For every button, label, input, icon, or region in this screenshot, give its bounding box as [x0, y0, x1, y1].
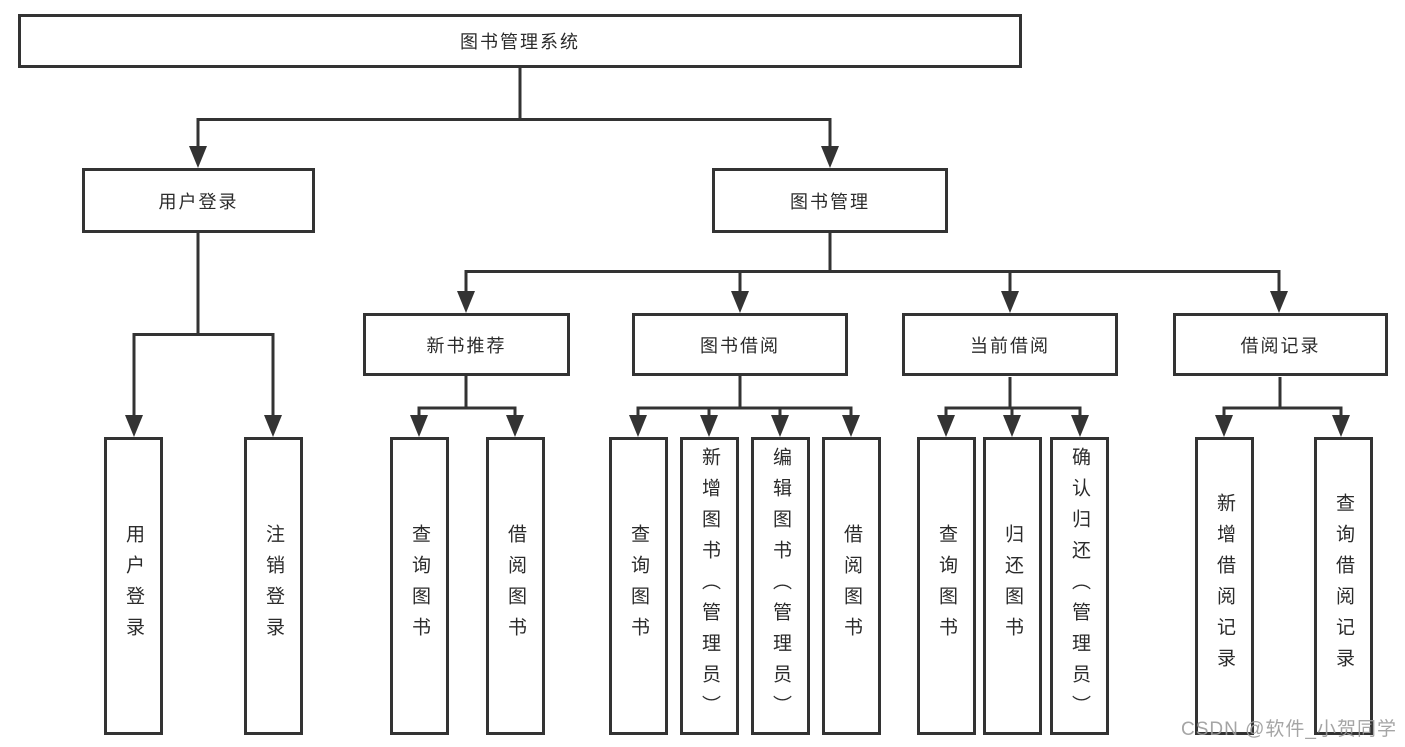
connector-book-management — [457, 233, 1288, 313]
arrow-down — [1003, 415, 1021, 437]
connector-new-book-recommend — [410, 375, 524, 437]
arrow-down — [842, 415, 860, 437]
leaf-borrow-books-borrow: 借阅图书 — [822, 437, 881, 735]
arrow-down — [410, 415, 428, 437]
connector-book-borrow — [629, 375, 860, 437]
arrow-down — [1215, 415, 1233, 437]
arrow-down — [457, 291, 475, 313]
arrow-down — [731, 291, 749, 313]
leaf-add-book-admin: 新增图书（管理员） — [680, 437, 739, 735]
node-library-management-system: 图书管理系统 — [18, 14, 1022, 68]
leaf-user-login: 用户登录 — [104, 437, 163, 735]
node-book-borrow: 图书借阅 — [632, 313, 848, 376]
node-new-book-recommend: 新书推荐 — [363, 313, 570, 376]
node-book-management: 图书管理 — [712, 168, 948, 233]
connector-line — [196, 68, 832, 148]
arrow-down — [1071, 415, 1089, 437]
node-borrow-records: 借阅记录 — [1173, 313, 1388, 376]
arrow-down — [125, 415, 143, 437]
arrow-down — [189, 146, 207, 168]
node-user-login: 用户登录 — [82, 168, 315, 233]
connector-borrow-records — [1215, 377, 1350, 437]
arrow-down — [629, 415, 647, 437]
arrow-down — [700, 415, 718, 437]
leaf-borrow-books-recommend: 借阅图书 — [486, 437, 545, 735]
leaf-logout: 注销登录 — [244, 437, 303, 735]
connector-root — [189, 68, 839, 168]
leaf-query-books-current: 查询图书 — [917, 437, 976, 735]
connector-user-login — [125, 233, 282, 437]
arrow-down — [506, 415, 524, 437]
leaf-edit-book-admin: 编辑图书（管理员） — [751, 437, 810, 735]
connector-line — [464, 233, 1281, 293]
arrow-down — [937, 415, 955, 437]
arrow-down — [1332, 415, 1350, 437]
connector-line — [636, 375, 853, 417]
leaf-add-borrow-record: 新增借阅记录 — [1195, 437, 1254, 735]
leaf-confirm-return-admin: 确认归还（管理员） — [1050, 437, 1109, 735]
arrow-down — [264, 415, 282, 437]
leaf-query-books-borrow: 查询图书 — [609, 437, 668, 735]
leaf-return-books: 归还图书 — [983, 437, 1042, 735]
connector-line — [944, 377, 1082, 417]
csdn-watermark: CSDN @软件_小贺同学 — [1181, 719, 1397, 740]
arrow-down — [1001, 291, 1019, 313]
node-current-borrow: 当前借阅 — [902, 313, 1118, 376]
connector-line — [1222, 377, 1343, 417]
arrow-down — [771, 415, 789, 437]
arrow-down — [1270, 291, 1288, 313]
connector-line — [132, 233, 275, 417]
connector-line — [417, 375, 517, 417]
connector-current-borrow — [937, 377, 1089, 437]
leaf-query-books-recommend: 查询图书 — [390, 437, 449, 735]
arrow-down — [821, 146, 839, 168]
leaf-query-borrow-record: 查询借阅记录 — [1314, 437, 1373, 735]
